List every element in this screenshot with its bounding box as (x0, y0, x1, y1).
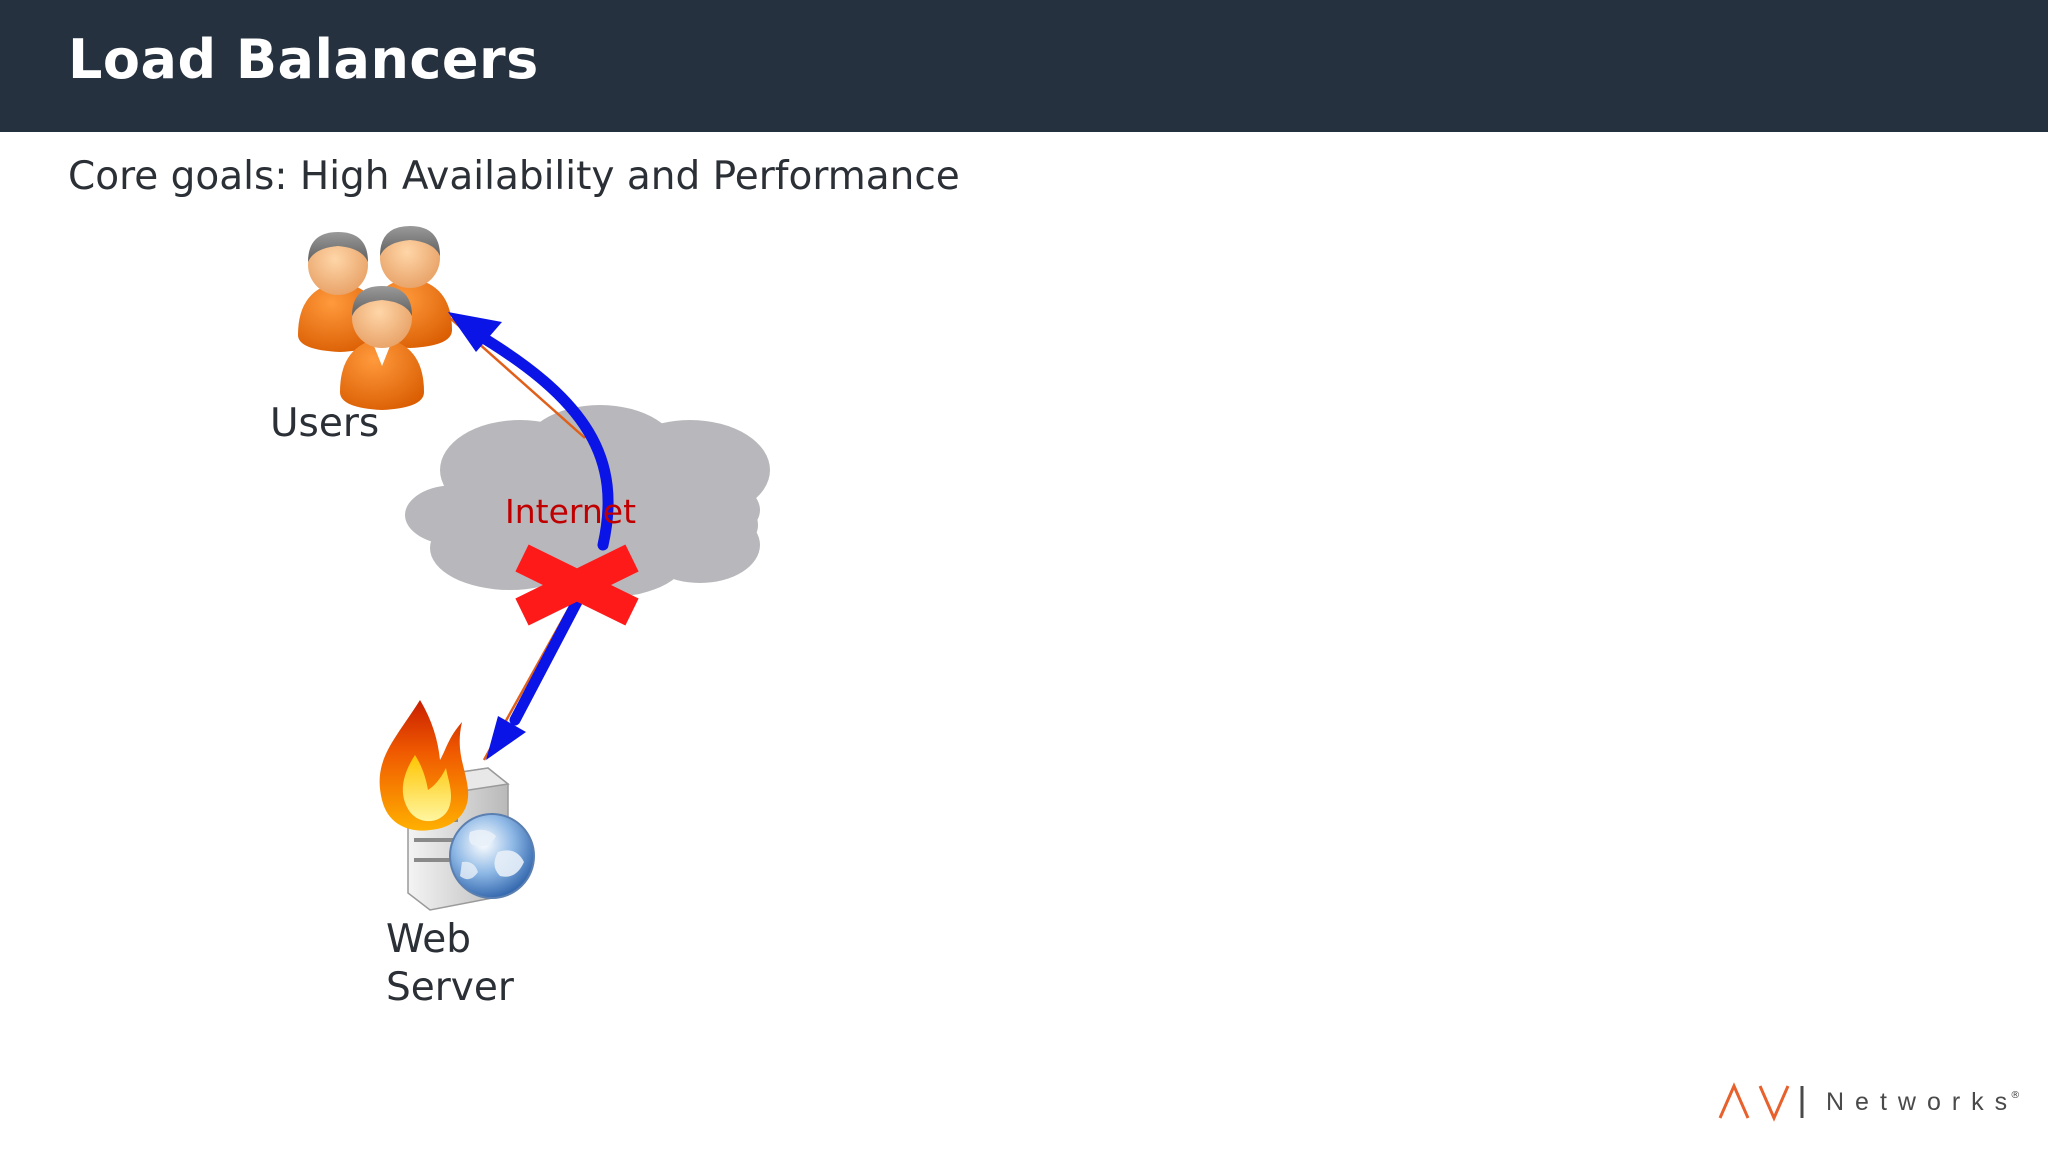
slide-title: Load Balancers (68, 28, 539, 91)
slide-header: Load Balancers (0, 0, 2048, 132)
server-label-line1: Web (386, 917, 472, 962)
request-arrow-up (448, 312, 614, 551)
slide-subtitle: Core goals: High Availability and Perfor… (68, 154, 960, 199)
cloud-icon (405, 405, 770, 597)
users-label: Users (270, 401, 380, 446)
avi-networks-logo: Networks ® (1716, 1080, 2020, 1124)
fire-icon (379, 700, 469, 831)
failure-x-icon (515, 544, 639, 626)
server-label-line2: Server (386, 965, 514, 1010)
avi-logo-mark-icon (1718, 1082, 1804, 1122)
internet-label: Internet (505, 492, 636, 531)
users-group-icon (298, 226, 452, 410)
logo-wordmark: Networks (1826, 1087, 2019, 1116)
globe-icon (449, 813, 535, 899)
request-arrow-down (486, 594, 584, 760)
